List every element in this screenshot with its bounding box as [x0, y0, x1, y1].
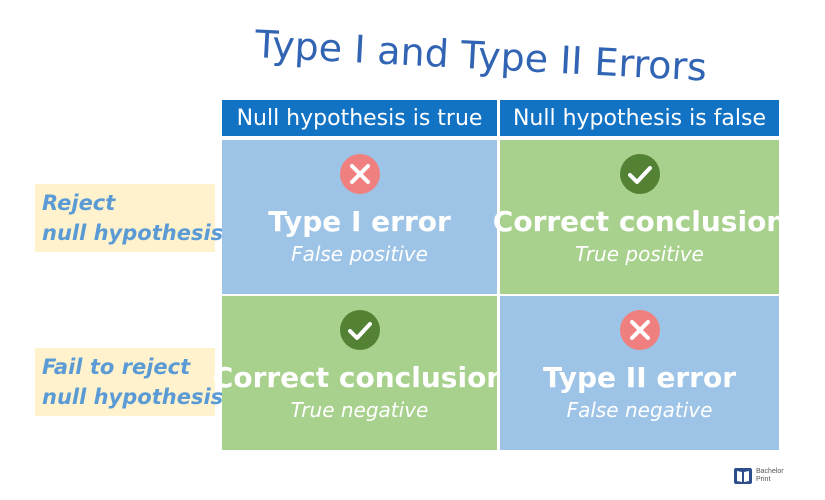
row-label-reject-line2: null hypothesis: [42, 221, 224, 245]
x-circle-icon: [339, 154, 380, 194]
cell-true-positive: Correct conclusion True positive: [493, 140, 786, 294]
x-circle-icon: [619, 310, 660, 350]
logo-text: Bachelor Print: [756, 468, 784, 484]
row-label-fail-line1: Fail to reject: [42, 355, 191, 379]
cell-subtitle: False positive: [291, 242, 428, 266]
cell-title: Correct conclusion: [492, 205, 787, 238]
cell-title: Type I error: [268, 205, 451, 238]
row-label-fail-line2: null hypothesis: [42, 385, 224, 409]
column-header-null-true: Null hypothesis is true: [222, 100, 497, 136]
cell-true-negative: Correct conclusion True negative: [213, 296, 506, 450]
cell-subtitle: False negative: [566, 398, 713, 422]
column-header-null-false: Null hypothesis is false: [500, 100, 779, 136]
check-circle-icon: [619, 154, 660, 194]
bachelorprint-logo: Bachelor Print: [733, 466, 784, 486]
book-logo-icon: [734, 468, 752, 484]
row-label-reject-line1: Reject: [42, 191, 116, 215]
cell-subtitle: True positive: [575, 242, 704, 266]
cell-subtitle: True negative: [290, 398, 429, 422]
logo-line1: Bachelor: [756, 468, 784, 475]
cell-type-2-error: Type II error False negative: [500, 296, 779, 450]
check-circle-icon: [339, 310, 380, 350]
row-label-fail-to-reject: Fail to reject null hypothesis: [35, 348, 224, 416]
diagram-title: Type I and Type II Errors: [253, 22, 709, 90]
logo-line2: Print: [756, 476, 771, 483]
cell-title: Correct conclusion: [212, 361, 507, 394]
row-label-reject: Reject null hypothesis: [35, 184, 224, 252]
cell-type-1-error: Type I error False positive: [222, 140, 497, 294]
cell-title: Type II error: [542, 361, 737, 394]
